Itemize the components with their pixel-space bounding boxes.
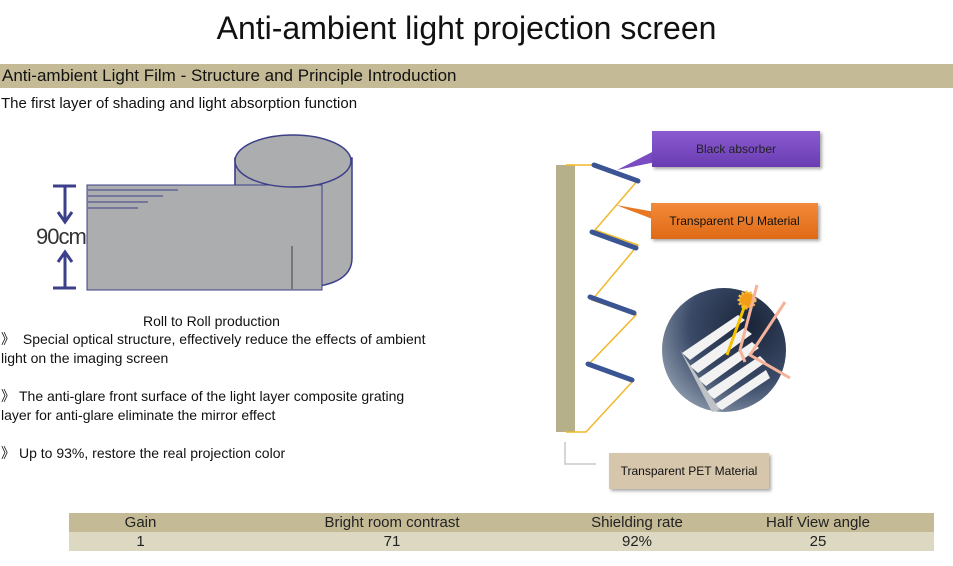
- dimension-arrow-bottom: [53, 249, 76, 290]
- pu-pointer: [616, 205, 655, 220]
- value-shielding-rate: 92%: [621, 533, 653, 550]
- absorber-bars: [585, 162, 641, 383]
- value-half-view-angle: 25: [809, 533, 827, 550]
- bullet-item: 》 Special optical structure, effectively…: [1, 330, 431, 368]
- page-title: Anti-ambient light projection screen: [216, 10, 717, 46]
- film-sheet: [86, 184, 323, 291]
- black-absorber-pointer: [617, 150, 656, 170]
- dimension-label: 90cm: [36, 224, 87, 249]
- grating-steps: [682, 315, 770, 410]
- section-heading-bar: Anti-ambient Light Film - Structure and …: [0, 64, 953, 88]
- specs-header-row: Gain Bright room contrast Shielding rate…: [69, 513, 934, 532]
- header-half-view-angle: Half View angle: [766, 514, 870, 531]
- bullet-text: The anti-glare front surface of the ligh…: [1, 388, 405, 423]
- roll-cylinder-top: [234, 134, 352, 188]
- double-chevron-right-icon: 》: [1, 331, 15, 347]
- roll-caption: Roll to Roll production: [143, 313, 280, 329]
- specs-table: Gain Bright room contrast Shielding rate…: [69, 513, 934, 551]
- double-chevron-right-icon: 》: [1, 388, 15, 404]
- absorber-bar: [585, 361, 635, 383]
- value-bright-room-contrast: 71: [383, 533, 401, 550]
- dimension-arrow-top: [53, 184, 76, 225]
- pet-pointer: [564, 442, 596, 465]
- pet-material-label: Transparent PET Material: [609, 453, 769, 489]
- header-shielding-rate: Shielding rate: [591, 514, 683, 531]
- pu-zigzag-line: [566, 164, 640, 433]
- absorber-bar: [589, 229, 639, 251]
- pu-material-label: Transparent PU Material: [651, 203, 818, 239]
- pet-substrate: [556, 165, 575, 432]
- bullet-item: 》Up to 93%, restore the real projection …: [1, 444, 431, 463]
- roll-film-illustration: [53, 134, 353, 291]
- film-structure-diagram: [556, 150, 791, 465]
- bullet-item: 》The anti-glare front surface of the lig…: [1, 387, 431, 425]
- section-heading: Anti-ambient Light Film - Structure and …: [2, 66, 457, 85]
- double-chevron-right-icon: 》: [1, 445, 15, 461]
- subtitle: The first layer of shading and light abs…: [1, 95, 358, 112]
- bullet-text: Special optical structure, effectively r…: [1, 331, 426, 366]
- absorber-bar: [591, 162, 641, 184]
- black-absorber-label: Black absorber: [652, 131, 820, 167]
- absorber-bar: [587, 294, 637, 316]
- header-bright-room-contrast: Bright room contrast: [324, 514, 460, 531]
- value-gain: 1: [136, 533, 145, 550]
- header-gain: Gain: [124, 514, 157, 531]
- bullet-text: Up to 93%, restore the real projection c…: [19, 445, 286, 461]
- specs-value-row: 1 71 92% 25: [69, 532, 934, 551]
